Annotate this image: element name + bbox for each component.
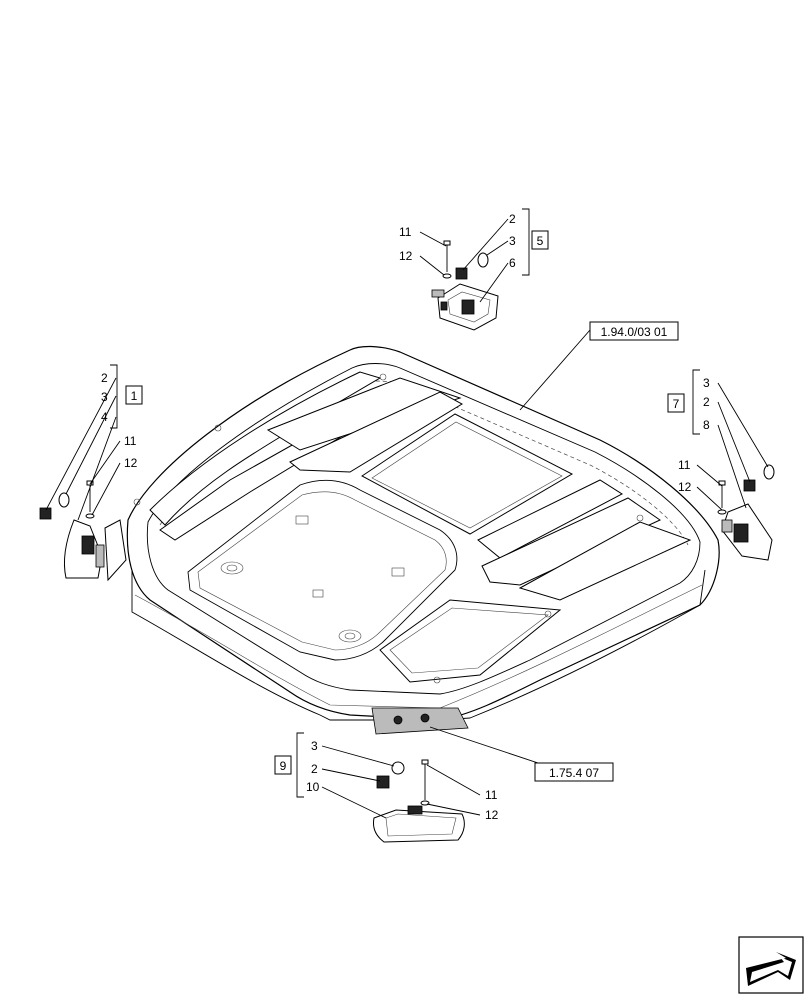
leader-lines [45, 218, 769, 819]
label-left-item-1: 2 [101, 371, 108, 385]
reference-box-roof [589, 321, 679, 341]
label-bottom-item-2: 2 [311, 762, 318, 776]
label-bottom-item-3: 10 [306, 780, 320, 794]
label-right-bolt: 11 [678, 458, 691, 472]
reference-connector[interactable]: 1.75.4 07 [549, 766, 599, 780]
callout-box-9 [274, 755, 292, 775]
label-left-box: 1 [131, 389, 138, 403]
label-left-item-2: 3 [101, 390, 108, 404]
label-bottom-bolt: 11 [485, 788, 498, 802]
rear-lamp-assembly [373, 759, 465, 843]
callout-box-7 [667, 393, 685, 413]
label-top-item-2: 3 [509, 234, 516, 248]
top-work-lamp-assembly [431, 240, 499, 331]
label-left-item-3: 4 [101, 410, 108, 424]
label-bottom-item-1: 3 [311, 739, 318, 753]
callout-box-5 [531, 230, 549, 250]
label-right-washer: 12 [678, 480, 692, 494]
label-top-washer: 12 [399, 249, 413, 263]
label-top-box: 5 [537, 234, 544, 248]
label-left-bolt: 11 [124, 434, 137, 448]
label-top-bolt: 11 [399, 225, 412, 239]
next-page-arrow-icon[interactable] [738, 936, 804, 994]
label-top-item-1: 2 [509, 212, 516, 226]
group-brackets [110, 208, 700, 798]
label-bottom-washer: 12 [485, 808, 499, 822]
reference-roof[interactable]: 1.94.0/03 01 [601, 325, 668, 339]
label-right-box: 7 [673, 397, 680, 411]
label-right-item-1: 3 [703, 376, 710, 390]
left-work-lamp-assembly [39, 480, 127, 582]
label-right-item-3: 8 [703, 418, 710, 432]
label-right-item-2: 2 [703, 395, 710, 409]
reference-box-connector [534, 762, 614, 782]
cab-roof [126, 345, 720, 735]
right-work-lamp-assembly [717, 464, 775, 561]
label-bottom-box: 9 [280, 759, 287, 773]
callout-box-1 [125, 385, 143, 405]
label-top-item-3: 6 [509, 256, 516, 270]
label-left-washer: 12 [124, 456, 138, 470]
